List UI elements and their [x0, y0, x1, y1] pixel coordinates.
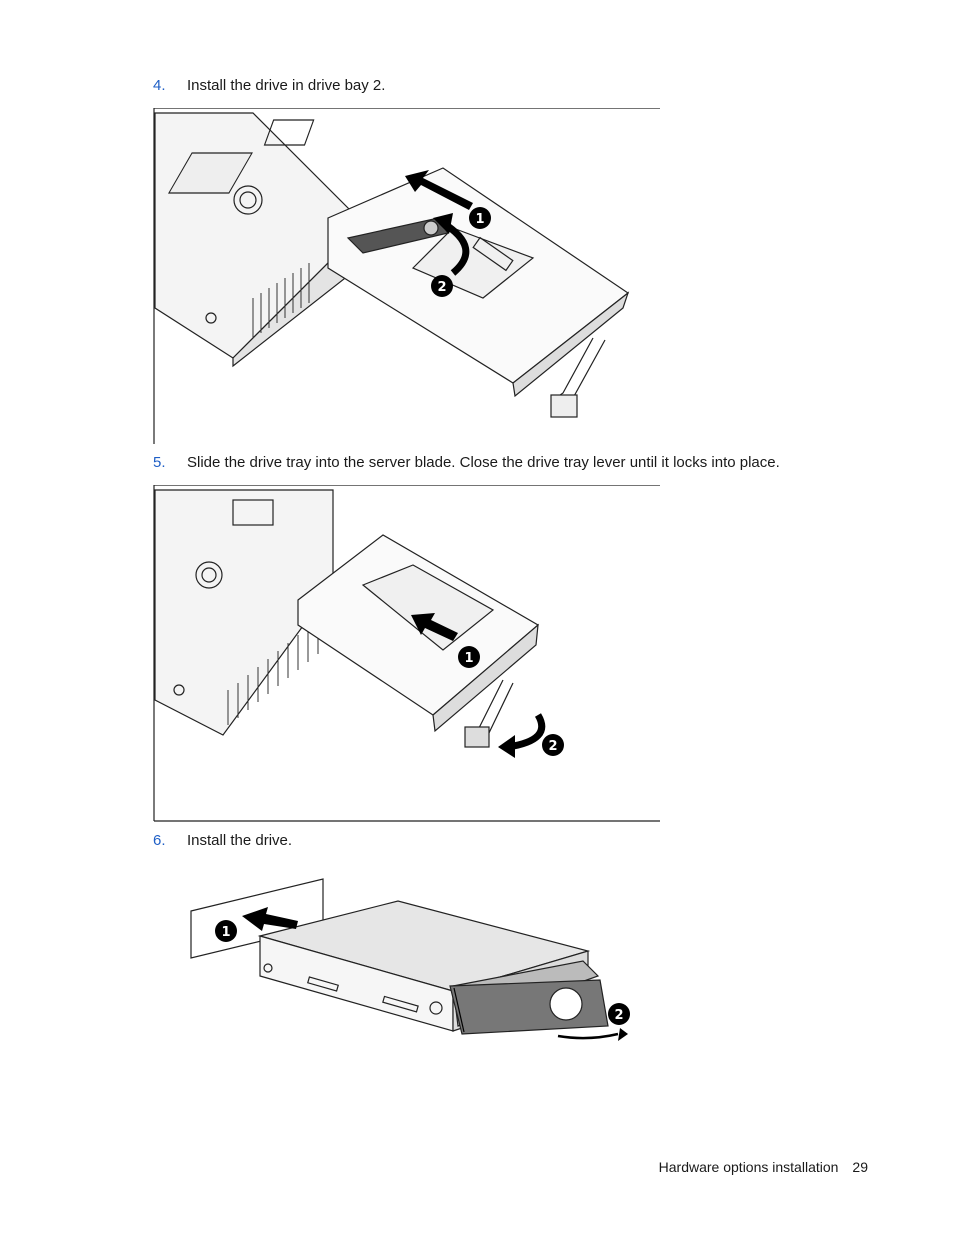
page-footer: Hardware options installation 29	[659, 1159, 868, 1175]
step-number: 6.	[153, 832, 166, 849]
callout-2: 2	[614, 1008, 623, 1023]
drive-bay-illustration: 1 2	[153, 108, 660, 444]
callout-2: 2	[437, 280, 446, 295]
figure-slide-tray: 1 2	[153, 485, 661, 823]
step-text: Slide the drive tray into the server bla…	[187, 454, 780, 471]
footer-section: Hardware options installation	[658, 1159, 839, 1175]
callout-2: 2	[548, 739, 557, 754]
slide-tray-illustration: 1 2	[153, 485, 660, 822]
step-number: 5.	[153, 454, 166, 471]
callout-1: 1	[475, 212, 484, 227]
step-text: Install the drive.	[187, 832, 293, 849]
step-6: 6. Install the drive.	[153, 832, 853, 852]
step-5: 5. Slide the drive tray into the server …	[153, 454, 853, 474]
step-4: 4. Install the drive in drive bay 2.	[153, 77, 853, 97]
step-number: 4.	[153, 77, 166, 94]
install-drive-illustration: 1 2	[190, 878, 630, 1041]
page-number: 29	[852, 1159, 868, 1175]
figure-drive-bay-install: 1 2	[153, 108, 661, 444]
callout-1: 1	[464, 651, 473, 666]
callout-1: 1	[221, 925, 230, 940]
step-text: Install the drive in drive bay 2.	[187, 77, 386, 94]
figure-install-drive: 1 2	[188, 876, 648, 1046]
